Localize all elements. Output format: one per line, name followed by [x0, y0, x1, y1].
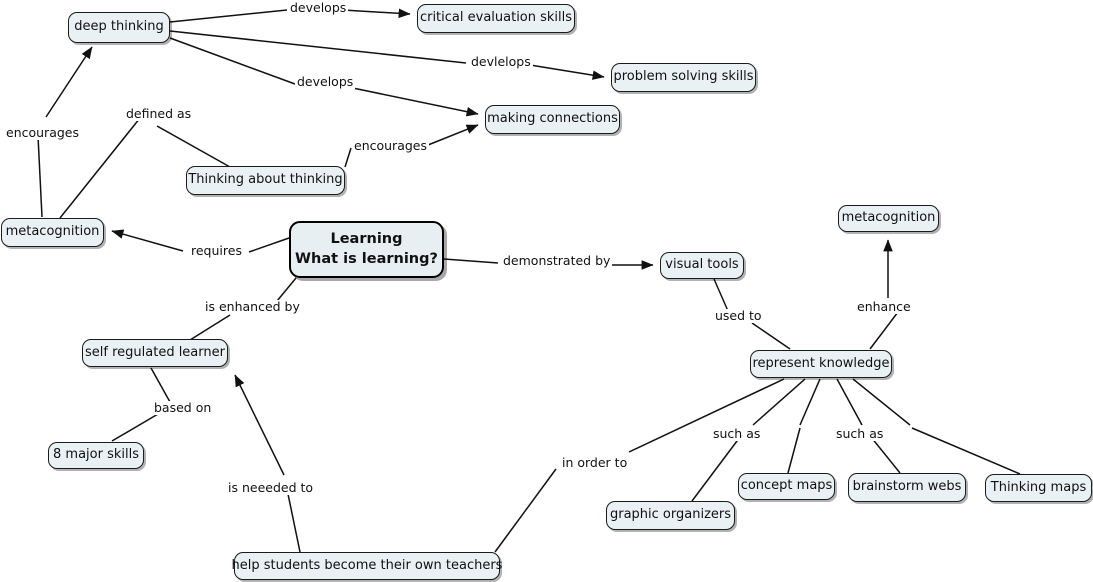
node-critical-evaluation-skills[interactable]: critical evaluation skills — [417, 4, 575, 33]
edge-label-enhance: enhance — [855, 299, 913, 314]
edge-represent-knowledge-enhance-metacognition — [869, 239, 899, 350]
node-represent-knowledge[interactable]: represent knowledge — [750, 350, 892, 378]
node-help-students-become-teachers[interactable]: help students become their own teachers — [232, 552, 502, 580]
edge-deep-thinking-to-problem-solving-skills — [169, 30, 605, 80]
edge-label-encourages-making-connections: encourages — [352, 138, 429, 153]
edge-label-such-as-graphic-organizers: such as — [711, 426, 763, 441]
node-thinking-about-thinking[interactable]: Thinking about thinking — [186, 166, 345, 195]
edge-help-students-is-neeeded-to-self-regulated-learner — [234, 374, 301, 553]
node-eight-major-skills[interactable]: 8 major skills — [48, 442, 144, 469]
edge-label-in-order-to: in order to — [560, 455, 630, 470]
node-deep-thinking[interactable]: deep thinking — [68, 12, 170, 43]
edge-label-is-enhanced-by: is enhanced by — [203, 299, 302, 314]
edge-represent-knowledge-to-concept-maps — [787, 378, 821, 474]
node-visual-tools[interactable]: visual tools — [660, 252, 744, 279]
edge-label-used-to: used to — [713, 308, 764, 323]
edge-label-demonstrated-by: demonstrated by — [501, 253, 613, 268]
node-problem-solving-skills[interactable]: problem solving skills — [611, 63, 756, 92]
node-metacognition-left[interactable]: metacognition — [1, 218, 104, 247]
edge-label-develops-critical-evaluation: develops — [288, 0, 349, 15]
node-thinking-maps[interactable]: Thinking maps — [985, 474, 1092, 502]
node-metacognition-right[interactable]: metacognition — [838, 205, 939, 232]
node-graphic-organizers[interactable]: graphic organizers — [606, 501, 735, 530]
edge-label-develops-making-connections: develops — [295, 74, 356, 89]
node-learning-root[interactable]: Learning What is learning? — [289, 221, 444, 278]
edge-label-requires: requires — [189, 243, 244, 258]
node-concept-maps[interactable]: concept maps — [738, 473, 835, 500]
edge-label-defined-as: defined as — [124, 106, 194, 121]
edge-label-based-on: based on — [152, 400, 214, 415]
edge-label-encourages-deep-thinking: encourages — [4, 125, 81, 140]
edge-label-is-neeeded-to: is neeeded to — [226, 480, 316, 495]
edge-label-devlelops-problem-solving: devlelops — [469, 54, 533, 69]
edge-label-such-as-brainstorm-webs: such as — [834, 426, 886, 441]
node-making-connections[interactable]: making connections — [485, 105, 620, 134]
node-brainstorm-webs[interactable]: brainstorm webs — [848, 473, 966, 502]
node-self-regulated-learner[interactable]: self regulated learner — [82, 339, 228, 367]
